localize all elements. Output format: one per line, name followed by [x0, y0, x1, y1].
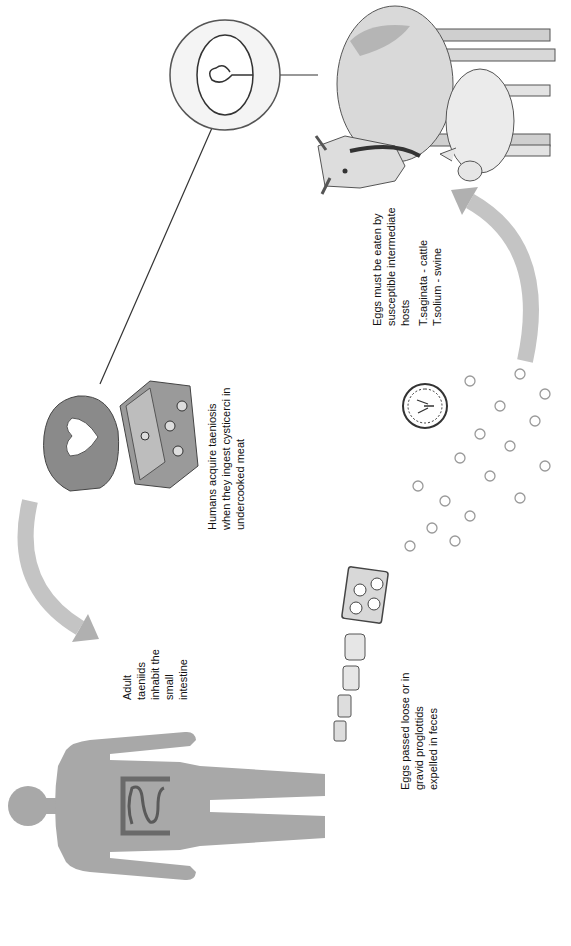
pig-body	[446, 69, 514, 173]
cow-horn	[316, 136, 330, 194]
egg	[485, 471, 495, 481]
cow-patch	[350, 25, 410, 56]
cysticercus-dot	[173, 446, 183, 456]
egg-shell	[403, 384, 447, 428]
step-label: Eggs passed loose or in gravid proglotti…	[398, 672, 440, 790]
step-label: T.solium - swine	[430, 248, 444, 326]
cycle-arrow	[26, 501, 99, 642]
cow-eye	[343, 169, 348, 174]
meat-block-top	[126, 388, 165, 480]
leader-line	[100, 128, 212, 384]
egg	[515, 369, 525, 379]
proglottid-segment	[338, 695, 351, 717]
egg-embryophore	[408, 389, 442, 423]
pig-snout	[458, 161, 482, 181]
egg	[405, 541, 415, 551]
egg	[505, 441, 515, 451]
cyst-scolex	[210, 66, 253, 82]
egg	[427, 523, 437, 533]
egg	[440, 496, 450, 506]
egg	[540, 389, 550, 399]
pig	[440, 69, 550, 181]
cow-collar	[350, 147, 420, 156]
arrow-head	[72, 614, 99, 642]
human-head	[8, 786, 48, 826]
cow	[316, 6, 555, 194]
pig-ear	[440, 148, 456, 161]
steak-fat	[66, 418, 98, 456]
egg	[350, 602, 362, 614]
cyst-bladder	[197, 35, 253, 115]
cow-head	[318, 136, 405, 188]
small-intestine	[129, 787, 164, 824]
step-label: T.saginata - cattle	[416, 240, 430, 326]
proglottid-segment	[334, 721, 346, 741]
proglottid-segment	[345, 634, 365, 660]
cow-leg	[430, 29, 550, 41]
egg	[371, 578, 383, 590]
egg	[530, 416, 540, 426]
step-label: Humans acquire taeniosis when they inges…	[205, 380, 247, 530]
proglottids	[334, 566, 388, 741]
arrow-head	[451, 187, 478, 215]
egg	[540, 461, 550, 471]
leader-line	[280, 74, 318, 75]
oncosphere-hooks	[417, 400, 434, 413]
arrow-shaft	[26, 501, 80, 628]
meat	[44, 381, 198, 491]
cysticercus-dot	[165, 421, 175, 431]
egg	[495, 401, 505, 411]
step-label: Eggs must be eaten by susceptible interm…	[370, 194, 412, 326]
egg	[515, 493, 525, 503]
zoom-circle	[170, 20, 280, 130]
egg	[465, 376, 475, 386]
human-figure	[8, 732, 325, 880]
egg	[354, 584, 366, 596]
arrow-shaft	[470, 201, 531, 361]
egg	[413, 481, 423, 491]
cysticercus-dot	[177, 401, 187, 411]
meat-block	[120, 381, 198, 488]
human-body	[55, 732, 325, 880]
gravid-proglottid	[342, 566, 389, 623]
egg	[475, 429, 485, 439]
cysticercus-zoom	[170, 20, 280, 130]
egg	[455, 453, 465, 463]
cycle-arrow	[451, 187, 531, 361]
steak	[44, 396, 119, 491]
proglottid-segment	[343, 666, 359, 690]
step-label: Adult taeniids inhabit the small intesti…	[120, 636, 190, 700]
egg	[450, 536, 460, 546]
cysticercus-dot	[141, 432, 149, 440]
egg-zoom	[403, 384, 447, 428]
egg	[465, 511, 475, 521]
egg	[368, 598, 380, 610]
large-intestine	[123, 779, 170, 833]
